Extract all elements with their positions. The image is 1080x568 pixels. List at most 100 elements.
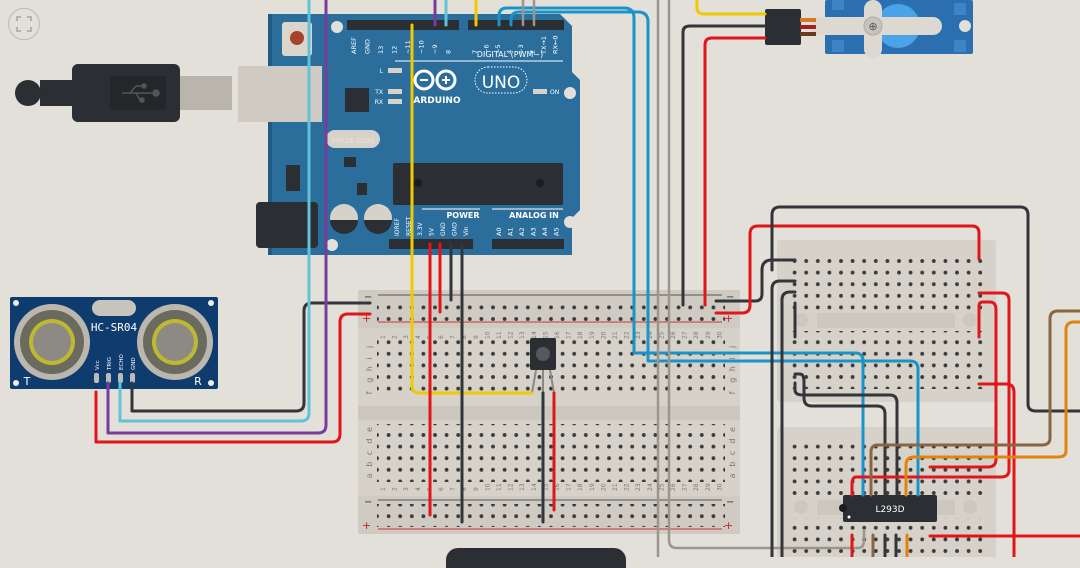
wire-pin4[interactable]	[509, 10, 920, 497]
wire-servo-gnd[interactable]	[681, 24, 767, 307]
wire-black-left2[interactable]	[780, 290, 797, 557]
wire-sensor-vcc[interactable]	[94, 312, 372, 444]
row-label: h	[728, 366, 737, 371]
wire-vcc-bridge[interactable]	[714, 224, 981, 315]
servo-connector[interactable]	[765, 9, 801, 45]
analog-pin-label: A3	[530, 227, 538, 236]
digital-pin-label: 7	[471, 50, 479, 54]
row-label: g	[728, 378, 737, 383]
row-label: j	[365, 346, 374, 349]
row-label: d	[365, 439, 374, 444]
wire-red-r1[interactable]	[850, 291, 1011, 497]
digital-pin-label: ~5	[494, 44, 502, 54]
column-label: 22	[624, 483, 631, 491]
usb-cable[interactable]	[15, 64, 232, 122]
column-label: 4	[415, 487, 422, 491]
led-rx-label: RX	[375, 99, 383, 106]
column-label: 23	[635, 483, 642, 491]
bottom-power-rail-holes[interactable]	[377, 504, 725, 527]
column-label: 6	[438, 335, 445, 339]
reset-button-cap[interactable]	[290, 31, 304, 45]
row-label: i	[365, 357, 374, 359]
wire-sensor-trig[interactable]	[106, 0, 328, 435]
micro-servo[interactable]: ⊕	[765, 0, 973, 58]
wire-gray-b[interactable]	[667, 0, 866, 550]
wire-red-r2[interactable]	[928, 300, 998, 469]
row-label: f	[365, 391, 374, 394]
wire-red-r3[interactable]	[977, 382, 1016, 557]
rail-plus-label: +	[724, 519, 733, 532]
digital-pin-label: AREF	[350, 37, 358, 54]
column-label: 10	[484, 483, 491, 491]
power-pin-label: IOREF	[394, 218, 401, 236]
column-label: 22	[624, 331, 631, 339]
column-label: 7	[450, 335, 457, 339]
wire-pin12-yellow[interactable]	[410, 23, 534, 395]
column-label: 8	[461, 487, 468, 491]
digital-pin-label: RX←0	[552, 35, 560, 54]
row-label: b	[728, 462, 737, 467]
arduino-logo	[413, 69, 457, 91]
column-label: 2	[392, 487, 399, 491]
wires[interactable]	[94, 0, 1080, 557]
fit-to-view-button[interactable]	[8, 8, 40, 40]
digital-label: DIGITAL (PWM~)	[477, 50, 543, 59]
column-label: 18	[577, 483, 584, 491]
wire-brown[interactable]	[869, 309, 1080, 497]
breadboard-small-top[interactable]	[777, 240, 996, 402]
model-label: UNO	[482, 73, 521, 93]
row-label: d	[728, 439, 737, 444]
rail-minus-label: −	[726, 497, 734, 508]
bottom-terminal-holes[interactable]	[377, 424, 725, 482]
sensor-label: HC-SR04	[91, 321, 138, 334]
digital-header-right[interactable]	[468, 20, 564, 30]
rail-minus-label: −	[726, 292, 734, 303]
analog-pin-label: A5	[553, 227, 561, 236]
column-label: 27	[682, 331, 689, 339]
temperature-sensor[interactable]	[530, 338, 556, 394]
wire-black-l293-b[interactable]	[793, 381, 899, 497]
wire-orange[interactable]	[904, 320, 1080, 497]
column-label: 16	[554, 483, 561, 491]
wire-sensor-echo[interactable]	[118, 0, 311, 423]
analog-header[interactable]	[492, 239, 564, 249]
fit-to-view-icon	[16, 16, 32, 32]
wire-servo-signal[interactable]	[695, 0, 767, 16]
column-label: 16	[554, 331, 561, 339]
digital-header-left[interactable]	[347, 20, 459, 30]
column-label: 13	[519, 331, 526, 339]
wire-black-left1[interactable]	[770, 279, 797, 557]
wire-servo-vcc[interactable]	[703, 36, 767, 307]
top-power-rail-holes[interactable]	[377, 300, 725, 323]
row-label: a	[728, 473, 737, 478]
column-label: 25	[658, 483, 665, 491]
column-label: 26	[670, 483, 677, 491]
digital-pin-label: ~9	[431, 44, 439, 54]
rail-minus-label: −	[364, 497, 372, 508]
column-label: 20	[600, 483, 607, 491]
servo-screw-icon: ⊕	[868, 20, 877, 33]
sensor-pin-label: TRIG	[107, 357, 113, 371]
wire-gnd-bridge[interactable]	[714, 258, 797, 303]
column-label: 26	[670, 331, 677, 339]
bottom-panel-handle[interactable]	[446, 548, 626, 568]
column-label: 19	[589, 331, 596, 339]
analog-pin-label: A0	[495, 227, 503, 236]
row-label: i	[728, 357, 737, 359]
wire-black-l293-a[interactable]	[793, 372, 887, 497]
column-label: 14	[531, 483, 538, 491]
wire-black-loop[interactable]	[770, 205, 1080, 413]
receiver	[137, 304, 213, 380]
column-label: 10	[484, 331, 491, 339]
row-label: g	[365, 378, 374, 383]
l293d-chip[interactable]: L293D	[839, 495, 937, 522]
sensor-pin-label: Vcc	[95, 360, 101, 370]
